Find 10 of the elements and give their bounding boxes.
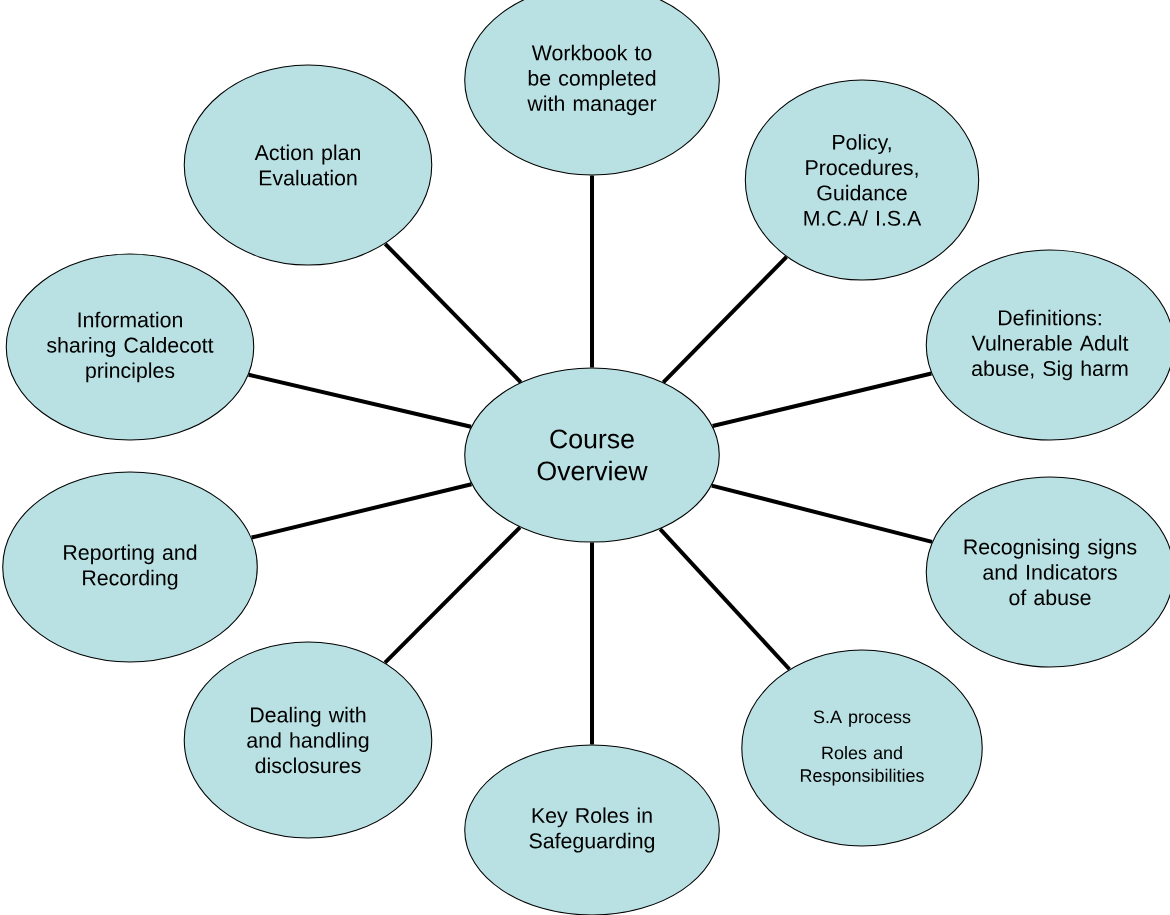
connector-line <box>251 482 472 540</box>
connector-line <box>383 525 522 665</box>
connector-line <box>658 527 791 671</box>
connector-line <box>712 371 932 428</box>
connector-line <box>383 242 523 384</box>
connector-line <box>590 175 594 368</box>
connector-line <box>248 372 472 429</box>
connector-line <box>711 483 933 544</box>
connector-line <box>590 542 594 745</box>
connector-line <box>661 255 788 384</box>
